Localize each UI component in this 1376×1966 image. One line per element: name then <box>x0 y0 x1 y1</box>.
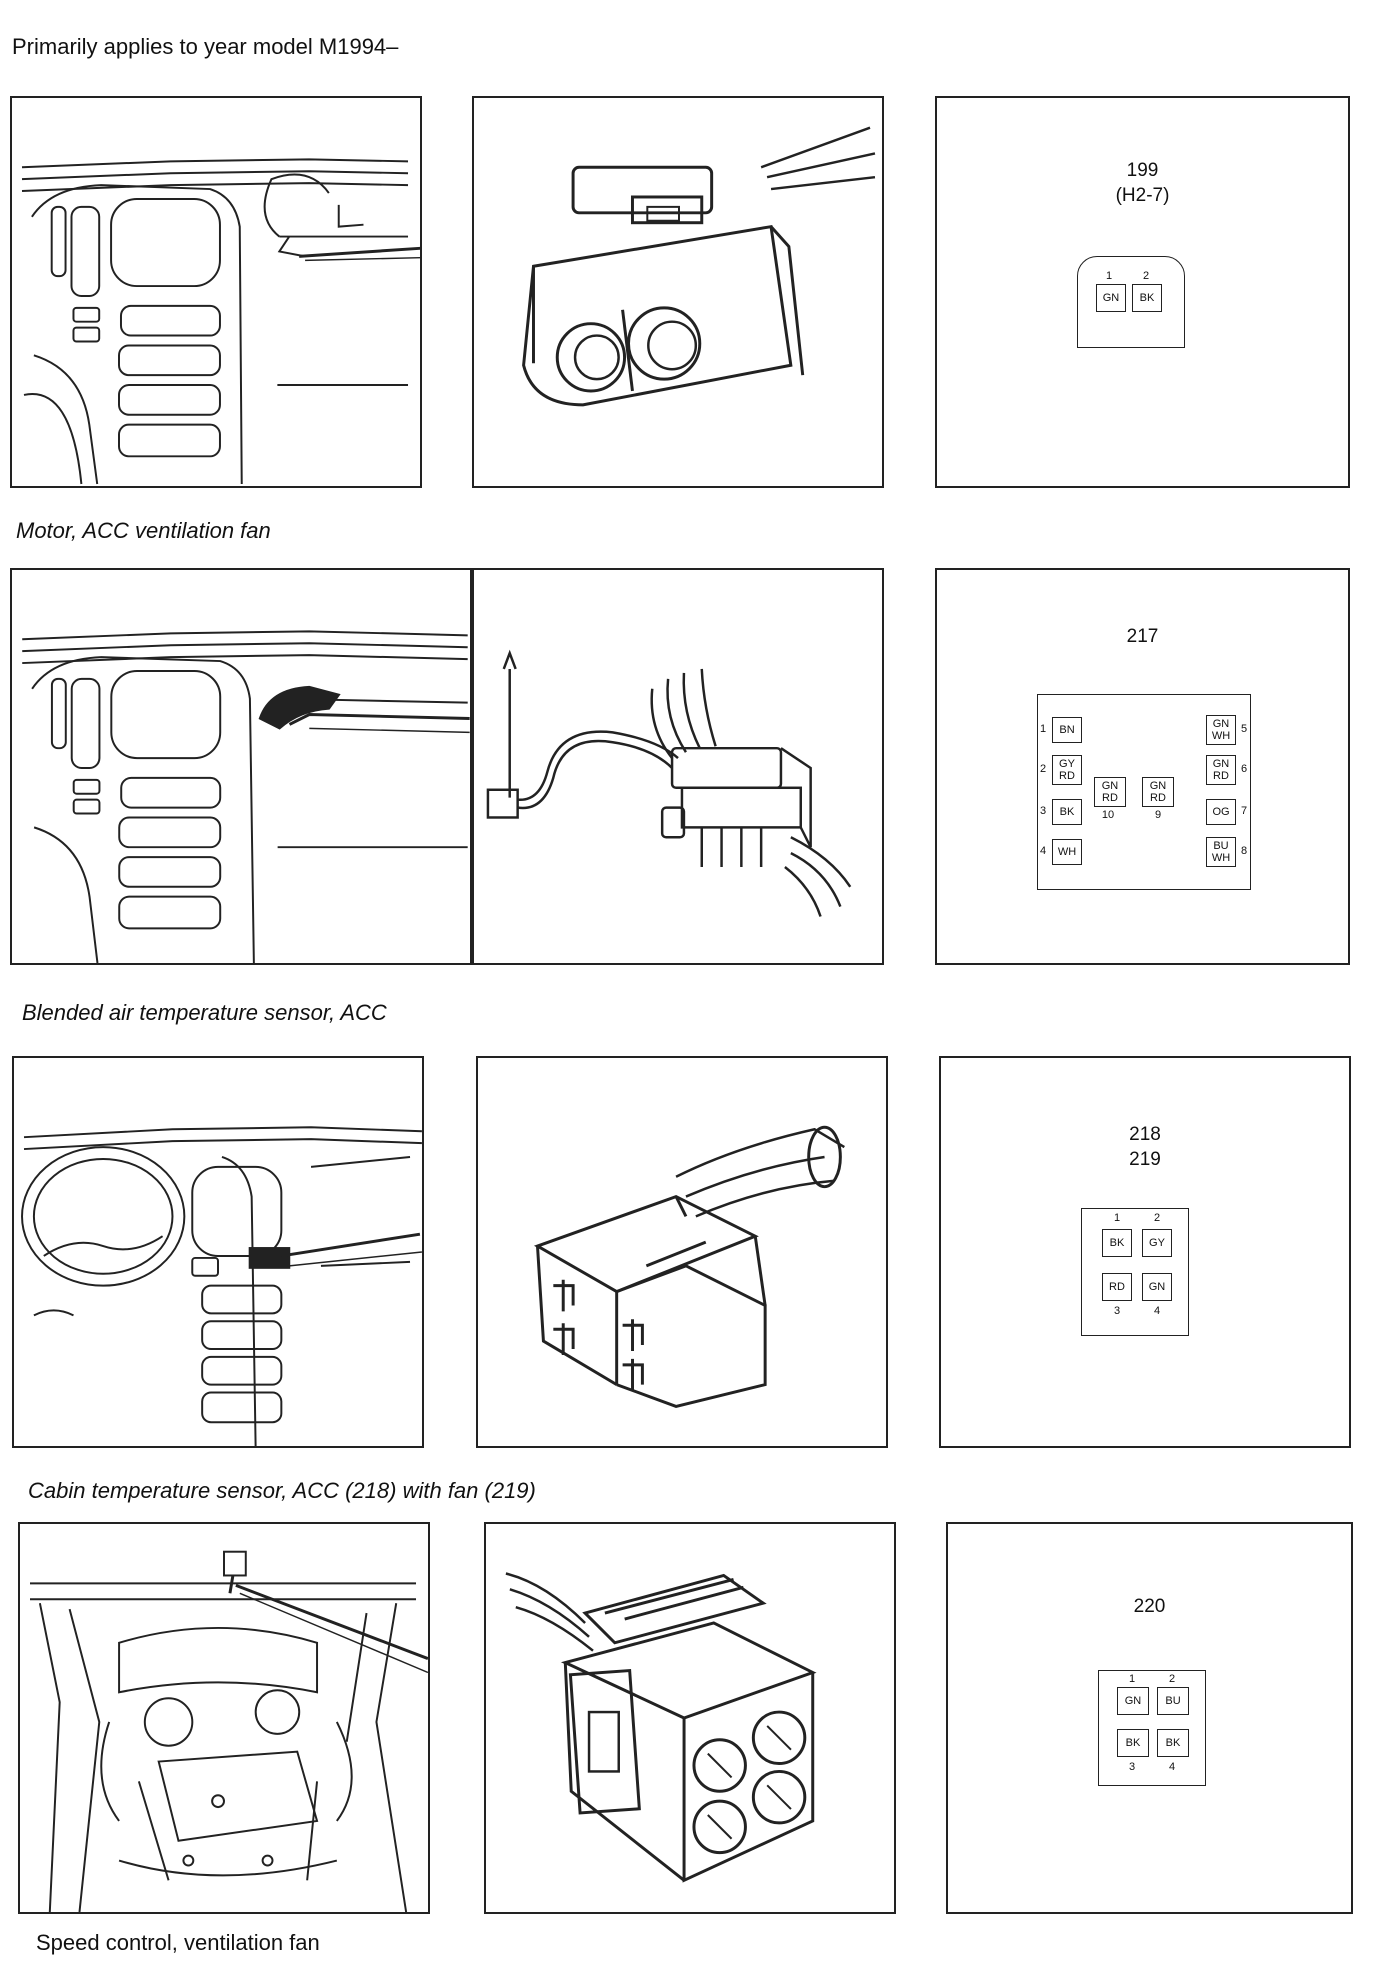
pin-number: 1 <box>1113 1212 1121 1224</box>
pin-wire-code: GN <box>1117 1687 1149 1715</box>
pin-wire-code: BK <box>1117 1729 1149 1757</box>
row1-location-illustration <box>10 96 422 488</box>
pin-wire-code: BU WH <box>1206 837 1236 867</box>
pin-number: 9 <box>1154 809 1162 821</box>
pin-wire-code: GY RD <box>1052 755 1082 785</box>
pin-wire-code: BK <box>1132 284 1162 312</box>
pin-wire-code: GN <box>1096 284 1126 312</box>
row4-caption: Speed control, ventilation fan <box>36 1930 320 1955</box>
row3-connector-illustration <box>476 1056 888 1448</box>
pin-number: 7 <box>1240 805 1248 817</box>
header-note: Primarily applies to year model M1994– <box>12 34 399 59</box>
row1-connector-id: 199 (H2-7) <box>1115 160 1170 206</box>
pin-wire-code: GN <box>1142 1273 1172 1301</box>
pin-number: 1 <box>1128 1673 1136 1685</box>
row3-caption: Cabin temperature sensor, ACC (218) with… <box>28 1478 536 1503</box>
pin-number: 2 <box>1153 1212 1161 1224</box>
pin-number: 2 <box>1039 763 1047 775</box>
row3-connector-id: 218 219 <box>1129 1124 1161 1170</box>
pin-number: 5 <box>1240 723 1248 735</box>
pin-number: 3 <box>1128 1761 1136 1773</box>
pin-wire-code: BK <box>1102 1229 1132 1257</box>
row2-location-illustration <box>10 568 472 965</box>
row2-caption: Blended air temperature sensor, ACC <box>22 1000 387 1025</box>
pin-number: 1 <box>1105 270 1113 282</box>
pin-wire-code: WH <box>1052 839 1082 865</box>
pin-number: 4 <box>1168 1761 1176 1773</box>
row4-connector-face: 1 2 GN BU BK BK 3 4 <box>1098 1670 1206 1786</box>
pin-wire-code: GN WH <box>1206 715 1236 745</box>
row3-connector-pinout-panel: 218 219 1 2 BK GY RD GN 3 4 <box>939 1056 1351 1448</box>
row2-connector-illustration <box>472 568 884 965</box>
pin-number: 10 <box>1101 809 1115 821</box>
row4-connector-pinout-panel: 220 1 2 GN BU BK BK 3 4 <box>946 1522 1353 1914</box>
row2-connector-id: 217 <box>1126 626 1159 647</box>
pin-wire-code: BK <box>1052 799 1082 825</box>
row1-connector-pinout-panel: 199 (H2-7) 1 2 GN BK <box>935 96 1350 488</box>
row2-connector-face: 1 BN 2 GY RD 3 BK 4 WH GN WH 5 GN RD 6 O… <box>1037 694 1251 890</box>
pin-wire-code: GN RD <box>1094 777 1126 807</box>
pin-wire-code: GN RD <box>1142 777 1174 807</box>
pin-number: 3 <box>1113 1305 1121 1317</box>
pin-number: 2 <box>1168 1673 1176 1685</box>
pin-number: 6 <box>1240 763 1248 775</box>
pin-number: 8 <box>1240 845 1248 857</box>
pin-number: 4 <box>1153 1305 1161 1317</box>
pin-number: 4 <box>1039 845 1047 857</box>
row1-connector-illustration <box>472 96 884 488</box>
row4-location-illustration <box>18 1522 430 1914</box>
pin-number: 3 <box>1039 805 1047 817</box>
row4-connector-illustration <box>484 1522 896 1914</box>
row3-location-illustration <box>12 1056 424 1448</box>
row3-connector-face: 1 2 BK GY RD GN 3 4 <box>1081 1208 1189 1336</box>
pin-wire-code: BK <box>1157 1729 1189 1757</box>
row1-connector-face: 1 2 GN BK <box>1077 256 1185 348</box>
row4-connector-id: 220 <box>1133 1596 1166 1617</box>
pin-wire-code: RD <box>1102 1273 1132 1301</box>
pin-wire-code: BU <box>1157 1687 1189 1715</box>
row1-caption: Motor, ACC ventilation fan <box>16 518 271 543</box>
row2-connector-pinout-panel: 217 1 BN 2 GY RD 3 BK 4 WH GN WH 5 GN RD… <box>935 568 1350 965</box>
pin-wire-code: OG <box>1206 799 1236 825</box>
pin-wire-code: GY <box>1142 1229 1172 1257</box>
pin-wire-code: BN <box>1052 717 1082 743</box>
pin-wire-code: GN RD <box>1206 755 1236 785</box>
pin-number: 2 <box>1142 270 1150 282</box>
pin-number: 1 <box>1039 723 1047 735</box>
